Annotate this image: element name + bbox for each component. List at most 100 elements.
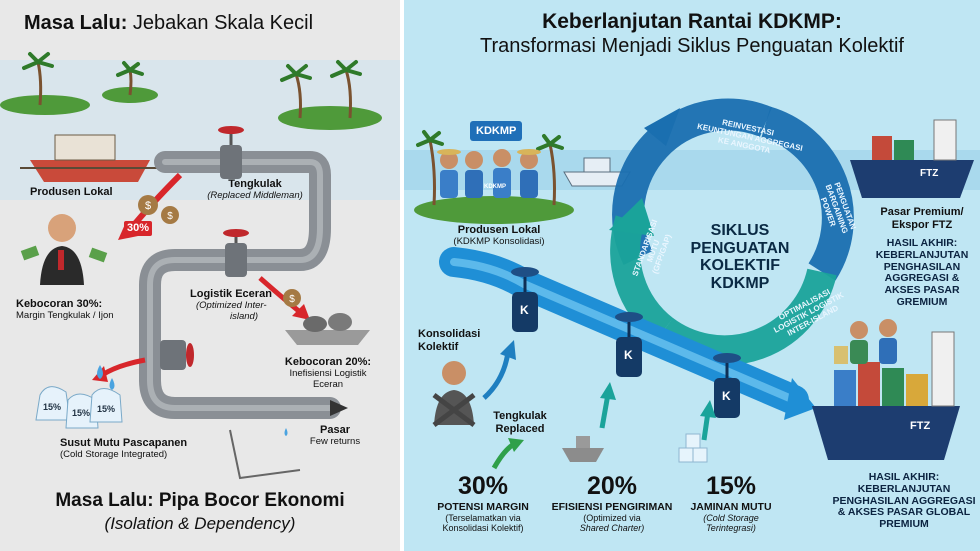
hasil-top-1: HASIL AKHIR: bbox=[886, 237, 958, 249]
valve-icon bbox=[615, 312, 643, 377]
valve-letter: K bbox=[624, 348, 633, 362]
stat-1-label: POTENSI MARGIN bbox=[437, 500, 529, 513]
fishing-boat-icon bbox=[20, 134, 160, 182]
hasil-top-3: PENGHASILAN bbox=[883, 260, 961, 273]
island-icon bbox=[0, 52, 90, 115]
footer-title: Masa Lalu: Pipa Bocor Ekonomi bbox=[55, 490, 345, 511]
valve-icon bbox=[160, 340, 194, 370]
stat-card-efisiensi: 20% EFISIENSI PENGIRIMAN (Optimized via … bbox=[550, 472, 674, 534]
right-illustration bbox=[404, 98, 980, 470]
right-panel-future: Keberlanjutan Rantai KDKMP: Transformasi… bbox=[404, 0, 980, 551]
hasil-bot-4: & AKSES PASAR GLOBAL bbox=[837, 506, 971, 519]
replaced-middleman-icon bbox=[432, 361, 476, 427]
island-icon bbox=[102, 61, 158, 103]
produsen-group: Produsen Lokal (KDKMP Konsolidasi) bbox=[444, 224, 554, 248]
growth-arrow-icon bbox=[491, 441, 516, 470]
cycle-line-3: KOLEKTIF bbox=[700, 257, 780, 275]
logistik-sub-2: island) bbox=[230, 310, 258, 322]
hasil-akhir-top: HASIL AKHIR: KEBERLANJUTAN PENGHASILAN A… bbox=[866, 237, 978, 309]
right-title-line-1: Keberlanjutan Rantai KDKMP: bbox=[542, 10, 842, 33]
right-title: Keberlanjutan Rantai KDKMP: Transformasi… bbox=[404, 10, 980, 58]
bag-label: 15% bbox=[97, 404, 116, 414]
cycle-center-label: SIKLUS PENGUATAN KOLEKTIF KDKMP bbox=[680, 222, 800, 292]
growth-arrow-icon bbox=[482, 351, 511, 400]
arrow-right-icon bbox=[330, 400, 348, 416]
cycle-line-2: PENGUATAN bbox=[690, 239, 790, 257]
valve-icon bbox=[223, 229, 249, 277]
island-icon bbox=[414, 130, 574, 224]
ship-label-bottom: FTZ bbox=[910, 420, 931, 432]
cycle-line-4: KDKMP bbox=[710, 274, 770, 292]
stat-3-sub-2: Terintegrasi) bbox=[706, 523, 756, 534]
konsolidasi-line-2: Kolektif bbox=[418, 340, 459, 353]
kdkmp-banner bbox=[470, 121, 522, 141]
stat-1-sub-2: Konsolidasi Kolektif) bbox=[442, 523, 524, 534]
panel-divider bbox=[400, 0, 404, 551]
cycle-line-1: SIKLUS bbox=[710, 222, 770, 239]
konsolidasi-group: Konsolidasi Kolektif bbox=[418, 328, 480, 353]
sinking-boat-icon bbox=[285, 313, 370, 345]
svg-text:$: $ bbox=[167, 211, 173, 222]
bag-label: 15% bbox=[43, 402, 62, 412]
water-drop-icon bbox=[97, 365, 115, 390]
leak-30-badge: 30% bbox=[124, 221, 153, 236]
tengkulak-sub: (Replaced Middleman) bbox=[207, 189, 303, 201]
logistik-sub-1: (Optimized Inter- bbox=[196, 299, 267, 311]
pasar-line-1: Pasar Premium/ bbox=[880, 206, 964, 218]
left-footer: Masa Lalu: Pipa Bocor Ekonomi (Isolation… bbox=[0, 490, 400, 533]
stat-2-value: 20% bbox=[586, 472, 638, 500]
tengkulak-line-1: Tengkulak bbox=[493, 410, 547, 422]
cycle-arrow-icon bbox=[610, 215, 674, 342]
left-panel-past: $ $ $ bbox=[0, 0, 400, 551]
kdkmp-shirt-text: KDKMP bbox=[484, 184, 506, 190]
right-title-line-2: Transformasi Menjadi Siklus Penguatan Ko… bbox=[480, 35, 904, 58]
boat-icon bbox=[563, 157, 631, 187]
hasil-top-2: KEBERLANJUTAN bbox=[875, 248, 969, 261]
kebocoran-20-sub-1: Inefisiensi Logistik bbox=[289, 367, 367, 379]
pasar-sub: Few returns bbox=[309, 435, 361, 447]
svg-text:$: $ bbox=[289, 294, 295, 305]
produsen-sub: (KDKMP Konsolidasi) bbox=[453, 235, 545, 247]
water-drop-icon bbox=[284, 428, 288, 436]
money-bag-icon: $ $ bbox=[138, 195, 179, 224]
susut-group: Susut Mutu Pascapanen (Cold Storage Inte… bbox=[60, 437, 187, 461]
kebocoran-30-group: Kebocoran 30%: Margin Tengkulak / Ijon bbox=[16, 298, 114, 322]
arrow-head-icon bbox=[609, 198, 654, 236]
tengkulak-line-2: Replaced bbox=[495, 422, 545, 435]
kebocoran-30-sub: Margin Tengkulak / Ijon bbox=[16, 309, 114, 321]
growth-arrow-icon bbox=[599, 393, 611, 429]
island-icon bbox=[278, 60, 382, 130]
kebocoran-20-sub-2: Eceran bbox=[312, 378, 344, 390]
svg-text:$: $ bbox=[145, 200, 151, 212]
tengkulak-label: Tengkulak bbox=[228, 178, 282, 190]
hasil-bot-3: PENGHASILAN AGGREGASI bbox=[832, 494, 976, 507]
stat-card-margin: 30% POTENSI MARGIN (Terselamatkan via Ko… bbox=[418, 472, 548, 534]
tengkulak-label-group: Tengkulak (Replaced Middleman) bbox=[200, 178, 310, 202]
bag-label: 15% bbox=[72, 408, 91, 418]
valve-icon bbox=[511, 267, 539, 332]
valve-letter: K bbox=[520, 303, 529, 317]
arrow-head-icon bbox=[644, 108, 680, 146]
cargo-ship-icon bbox=[812, 331, 960, 460]
stat-2-sub-2: Shared Charter) bbox=[579, 523, 645, 534]
cargo-ship-icon bbox=[850, 119, 974, 198]
stat-2-label: EFISIENSI PENGIRIMAN bbox=[551, 500, 673, 513]
cycle-arrow-icon bbox=[761, 106, 854, 281]
hasil-bot-2: KEBERLANJUTAN bbox=[857, 482, 951, 495]
logistik-group: Logistik Eceran (Optimized Inter- island… bbox=[190, 288, 272, 322]
kdkmp-banner-text: KDKMP bbox=[476, 125, 517, 137]
pasar-premium-group: Pasar Premium/ Ekspor FTZ bbox=[866, 206, 978, 231]
leak-arrow-icon bbox=[100, 357, 146, 378]
traders-icon bbox=[834, 319, 897, 364]
valve-icon bbox=[218, 126, 244, 179]
valve-icon bbox=[713, 353, 741, 418]
ice-bag-icon bbox=[35, 386, 123, 429]
produsen-label: Produsen Lokal bbox=[30, 186, 113, 198]
stat-card-mutu: 15% JAMINAN MUTU (Cold Storage Terintegr… bbox=[676, 472, 786, 534]
pipe-arrow-head-icon bbox=[784, 378, 816, 420]
pasar-label: Pasar bbox=[320, 424, 350, 436]
leak-arrow-icon bbox=[258, 276, 302, 314]
ice-cube-icon bbox=[678, 433, 708, 463]
stat-1-sub-1: (Terselamatkan via bbox=[445, 512, 521, 523]
tengkulak-replaced-group: Tengkulak Replaced bbox=[480, 410, 560, 435]
